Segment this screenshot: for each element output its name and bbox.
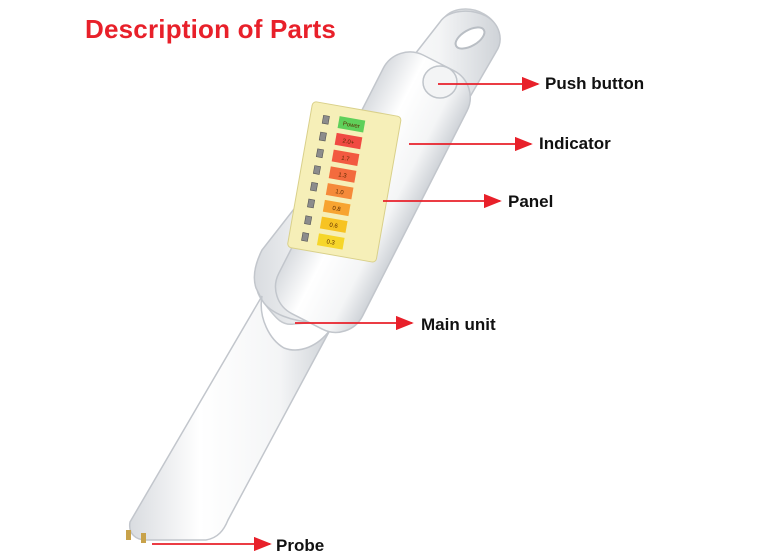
panel-segment <box>331 149 360 166</box>
push-button-graphic <box>422 65 458 99</box>
panel-segment-label: 0.8 <box>332 206 342 213</box>
panel-segments: Power 2.0+ 1.7 1.3 1.0 0.8 0.6 0.3 <box>301 114 366 250</box>
indicator-label: Indicator <box>539 134 611 153</box>
panel-segment-label: 1.0 <box>335 189 345 196</box>
panel-graphic <box>287 101 402 263</box>
hanging-loop <box>454 26 486 50</box>
panel-segment-label: 1.7 <box>341 156 351 163</box>
panel-segment <box>322 199 351 217</box>
panel-segment <box>328 166 357 183</box>
panel-led <box>310 181 319 192</box>
panel-segment <box>325 183 354 200</box>
main-unit-label: Main unit <box>421 315 496 334</box>
panel-segment-label: 1.3 <box>338 172 348 179</box>
panel-led <box>301 232 310 242</box>
panel-segment-label: Power <box>342 121 360 130</box>
probe-shaft <box>128 295 331 541</box>
panel-led <box>307 198 316 209</box>
push-button-label: Push button <box>545 74 645 93</box>
panel-led <box>321 114 330 125</box>
panel-segment <box>334 132 363 150</box>
diagram-title: Description of Parts <box>85 14 337 44</box>
panel-label: Panel <box>508 192 554 211</box>
panel-segment <box>316 233 345 250</box>
probe-tips <box>126 530 146 543</box>
panel-led <box>318 131 327 142</box>
panel-segment <box>337 116 366 133</box>
probe-label: Probe <box>276 536 325 555</box>
panel-segment-label: 0.6 <box>329 223 339 230</box>
panel-led <box>304 215 313 226</box>
panel-led <box>315 148 324 159</box>
panel-led <box>312 165 321 175</box>
panel-segment <box>319 216 348 233</box>
panel-segment-label: 0.3 <box>326 239 336 246</box>
panel-segment-label: 2.0+ <box>342 139 355 147</box>
